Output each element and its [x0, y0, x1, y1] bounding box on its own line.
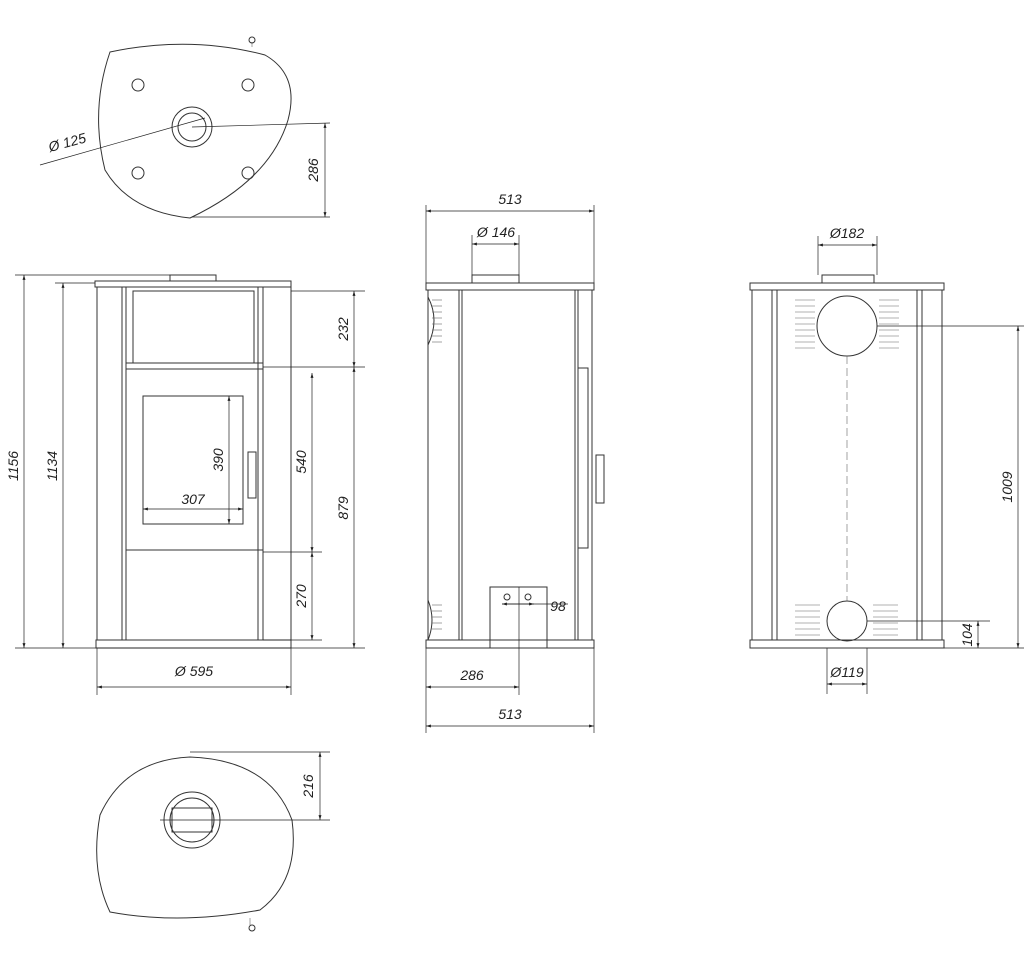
bottom-inlet-icon — [826, 600, 868, 642]
side-view: 513 Ø 146 98 286 513 — [425, 191, 605, 733]
dim-diameter: Ø 595 — [174, 663, 213, 679]
flue-collar — [471, 274, 520, 284]
dim-total-height: 1156 — [5, 451, 21, 481]
bottom-outline — [96, 756, 294, 919]
dim-door-height: 540 — [293, 450, 309, 474]
foot-icon — [131, 166, 145, 180]
vent-slots — [432, 299, 442, 630]
dim-glass-height: 390 — [210, 448, 226, 472]
dim-inlet-diameter: Ø119 — [829, 664, 863, 680]
dim-upper-panel: 232 — [335, 317, 351, 342]
dim-top-outlet-diameter: Ø182 — [829, 225, 864, 241]
dim-lower-height: 879 — [335, 496, 351, 520]
door-handle-icon — [247, 451, 257, 499]
bottom-view: 216 — [96, 751, 330, 932]
dim-flue-depth: 286 — [459, 667, 484, 683]
door-handle-icon — [595, 454, 605, 504]
dim-width-top: 513 — [498, 191, 522, 207]
flue-inner-ring — [177, 112, 207, 142]
dim-flue-diameter: Ø 125 — [46, 130, 88, 156]
dim-body-height: 1134 — [44, 451, 60, 481]
dim-bottom-panel: 270 — [293, 584, 309, 609]
door-top-rail — [125, 362, 264, 370]
door-glass — [142, 395, 244, 525]
dim-glass-width: 307 — [181, 491, 206, 507]
lower-vent-curve — [427, 599, 433, 641]
dim-width-bottom: 513 — [498, 706, 522, 722]
base-plate — [749, 639, 945, 649]
back-view: Ø182 1009 104 Ø119 — [749, 225, 1024, 694]
dim-outlet-height: 1009 — [999, 471, 1015, 502]
front-view: 1156 1134 232 879 540 270 390 307 Ø 595 — [5, 274, 365, 695]
foot-icon — [131, 78, 145, 92]
top-plate — [94, 280, 292, 288]
base-plate — [95, 639, 292, 649]
bolt-icon — [503, 593, 511, 601]
dim-inlet-offset: 216 — [300, 774, 316, 799]
top-plate — [749, 282, 945, 291]
dim-flue-diameter: Ø 146 — [476, 224, 515, 240]
base-plate — [425, 639, 595, 649]
flue-collar — [821, 274, 875, 284]
flue-collar — [169, 274, 217, 282]
pin-icon — [248, 36, 256, 44]
top-outlet-icon — [816, 295, 878, 357]
upper-panel — [132, 290, 255, 364]
top-plate — [425, 282, 595, 291]
top-view: 286 Ø 125 — [39, 36, 331, 219]
foot-icon — [241, 166, 255, 180]
air-inlet — [489, 586, 548, 649]
upper-vent-curve — [427, 296, 435, 346]
dim-inlet-height: 104 — [959, 623, 975, 647]
door-profile — [577, 367, 589, 549]
top-outline — [98, 43, 292, 219]
dim-air-inlet-offset: 98 — [550, 598, 566, 614]
foot-icon — [241, 78, 255, 92]
dim-flue-offset: 286 — [305, 158, 321, 183]
pin-icon — [248, 924, 256, 932]
flue-collar-icon — [171, 106, 213, 148]
vent-slots — [795, 299, 899, 636]
bolt-icon — [524, 593, 532, 601]
